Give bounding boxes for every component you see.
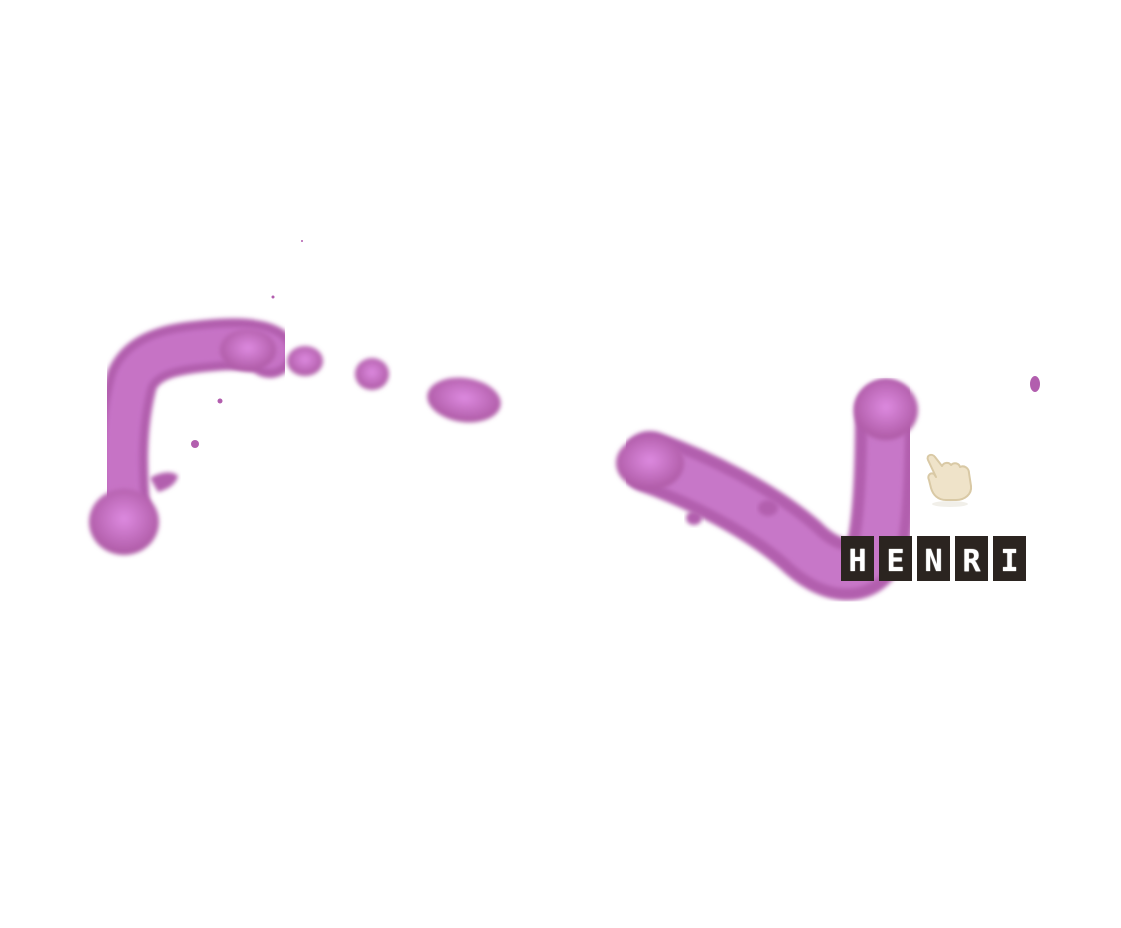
name-letter: N xyxy=(917,536,950,581)
paint-speck xyxy=(191,440,199,448)
paint-speck xyxy=(271,295,275,299)
name-letter: E xyxy=(879,536,912,581)
paint-dot xyxy=(355,358,389,390)
paint-dash xyxy=(427,377,501,423)
paint-speck xyxy=(301,240,303,242)
paint-dot xyxy=(287,346,323,376)
name-letter: H xyxy=(841,536,874,581)
player-name-tag: H E N R I xyxy=(841,536,1026,581)
name-letter: R xyxy=(955,536,988,581)
paint-speck xyxy=(217,398,223,404)
paint-speck xyxy=(1030,376,1040,392)
pointing-hand-icon xyxy=(926,453,973,507)
paint-blob-hook-base xyxy=(89,489,159,555)
name-letter: I xyxy=(993,536,1026,581)
